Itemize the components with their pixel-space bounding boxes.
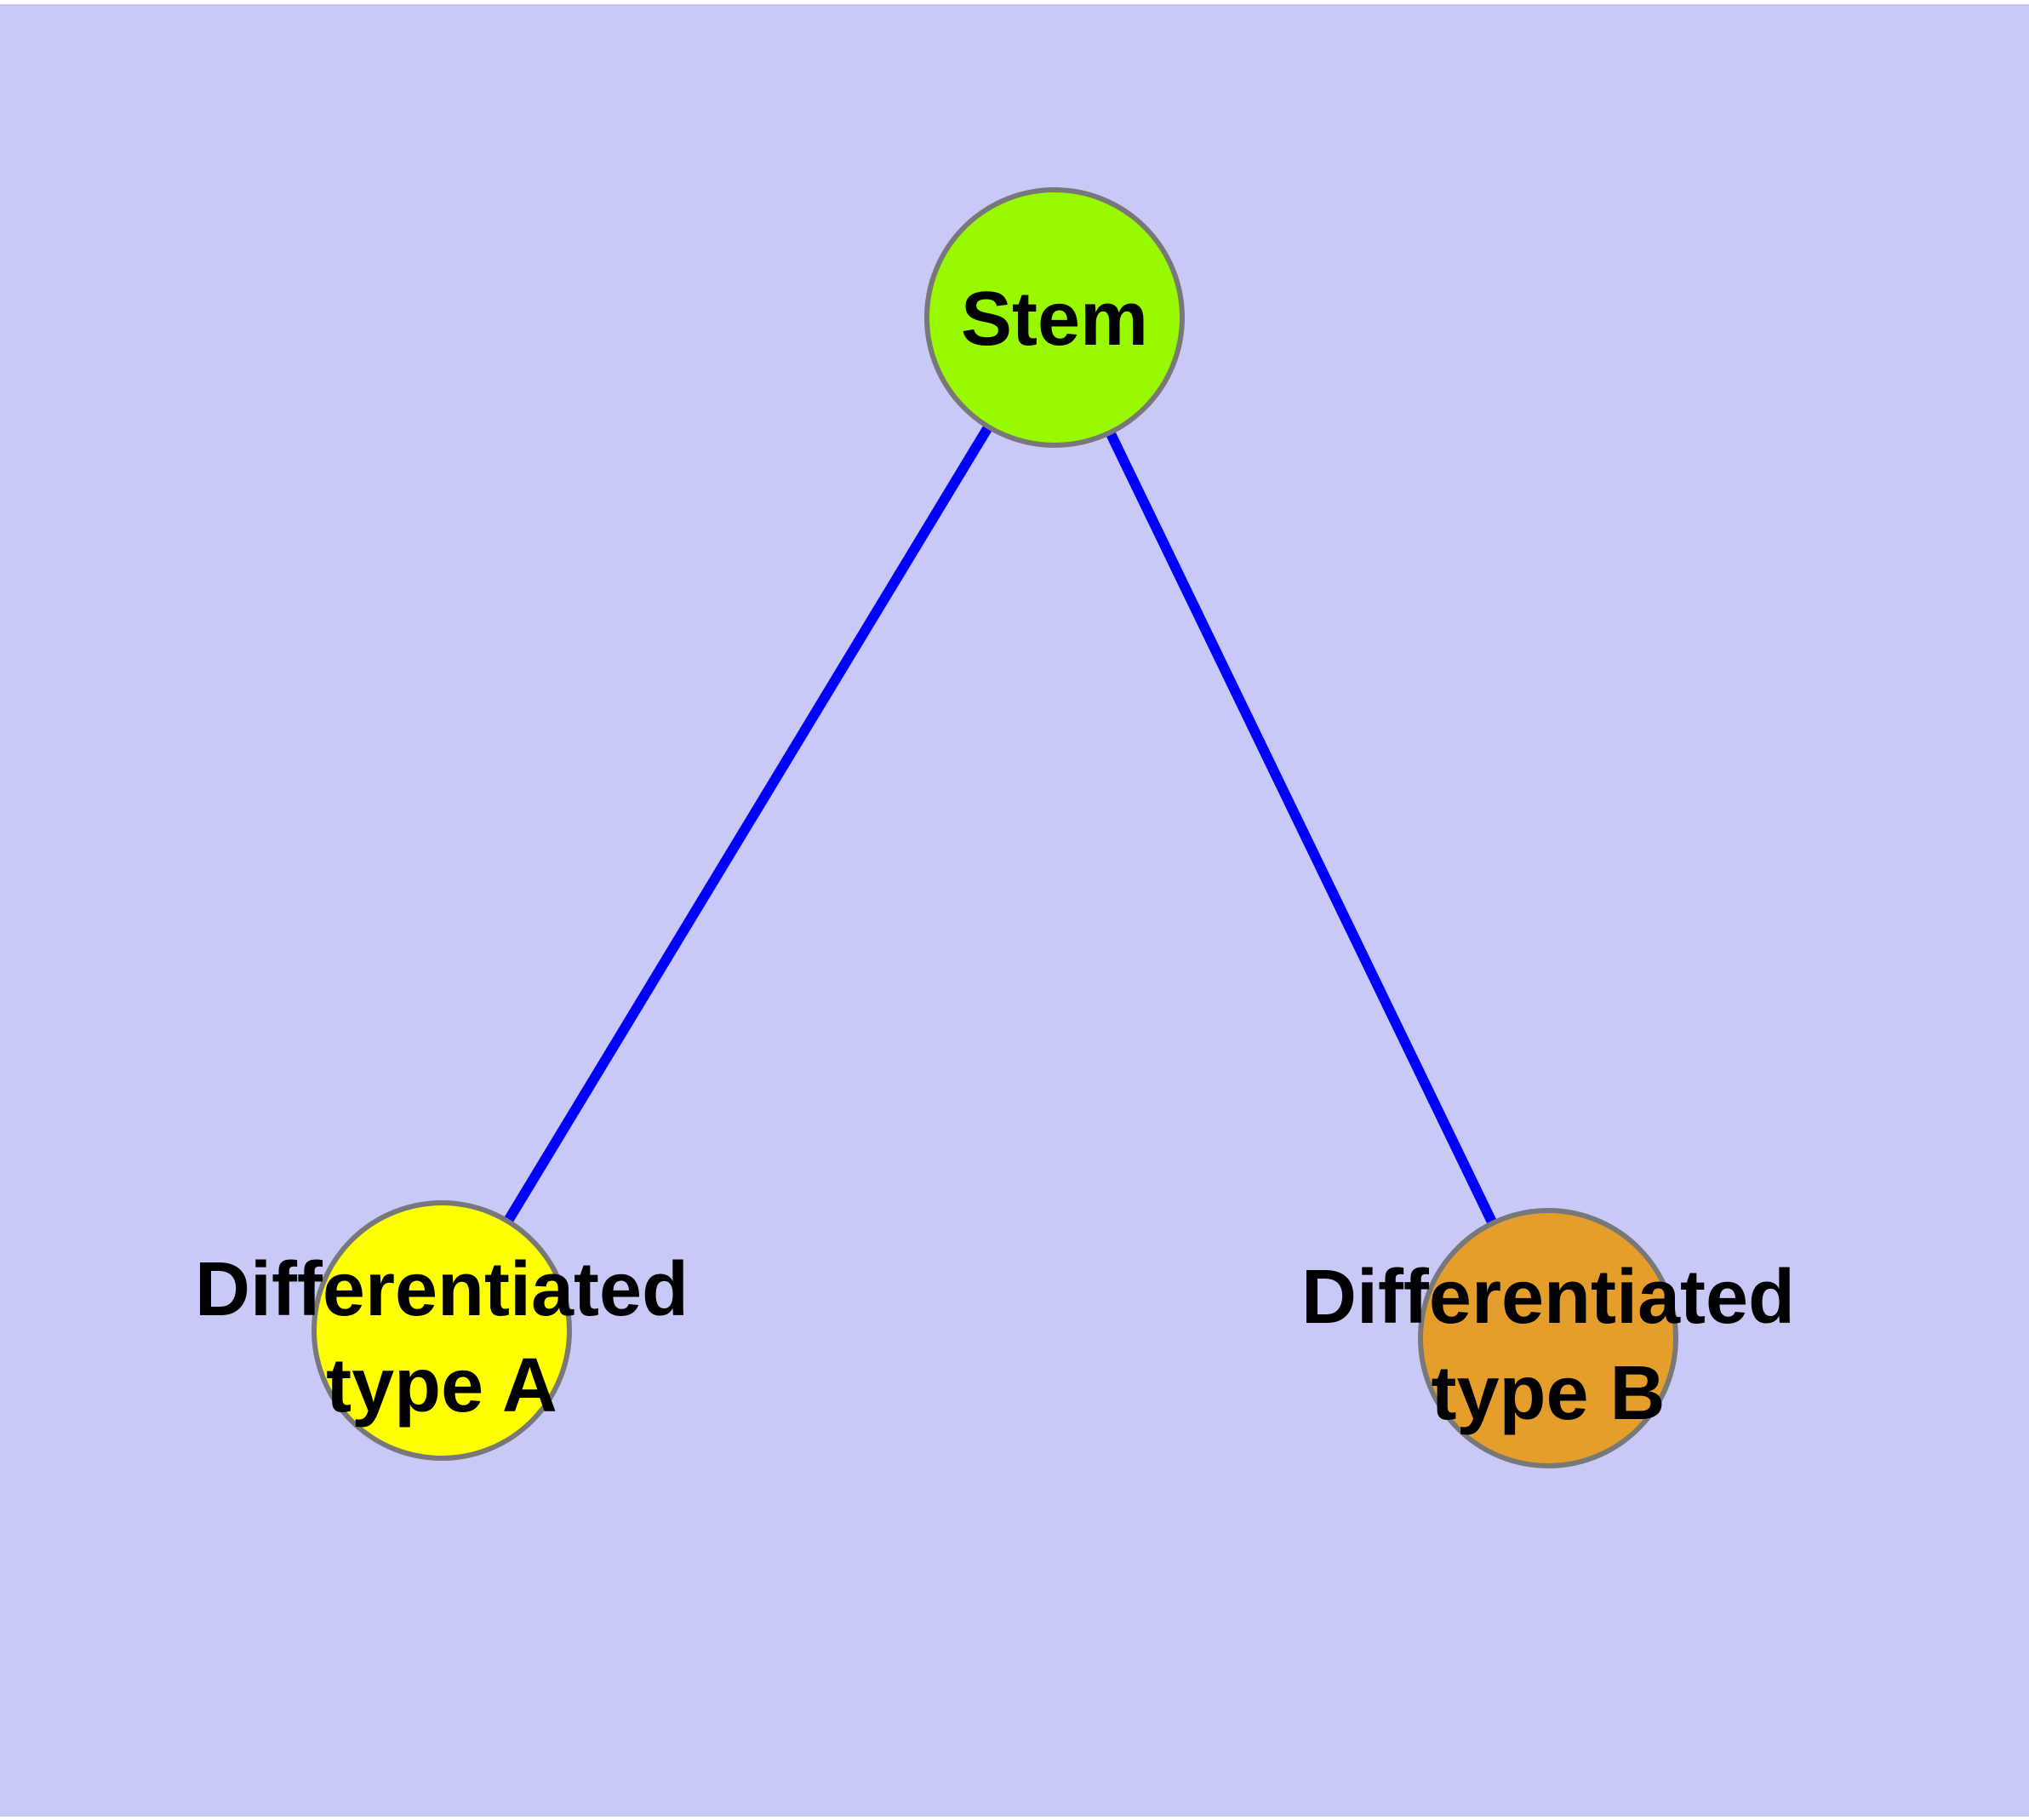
node-differentiated-type-a-label-line2: type A xyxy=(326,1343,557,1428)
node-differentiated-type-a: Differentiated type A xyxy=(195,1200,689,1461)
edge-stem-to-type-b xyxy=(1049,315,1553,1341)
edge-group xyxy=(437,314,1553,1341)
node-differentiated-type-a-circle xyxy=(311,1200,572,1461)
node-differentiated-type-b-label-line1: Differentiated xyxy=(1301,1255,1795,1340)
node-differentiated-type-a-label-line1: Differentiated xyxy=(195,1247,689,1332)
node-differentiated-type-b: Differentiated type B xyxy=(1301,1208,1795,1468)
node-differentiated-type-b-label-line2: type B xyxy=(1431,1351,1665,1436)
node-stem-circle xyxy=(924,187,1185,448)
node-differentiated-type-b-circle xyxy=(1418,1208,1678,1468)
node-stem-label: Stem xyxy=(961,277,1148,362)
node-differentiated-type-b-label: Differentiated type B xyxy=(1301,1255,1795,1436)
edge-stem-to-type-a xyxy=(437,314,1060,1334)
node-stem: Stem xyxy=(924,187,1185,448)
node-differentiated-type-a-label: Differentiated type A xyxy=(195,1247,689,1428)
